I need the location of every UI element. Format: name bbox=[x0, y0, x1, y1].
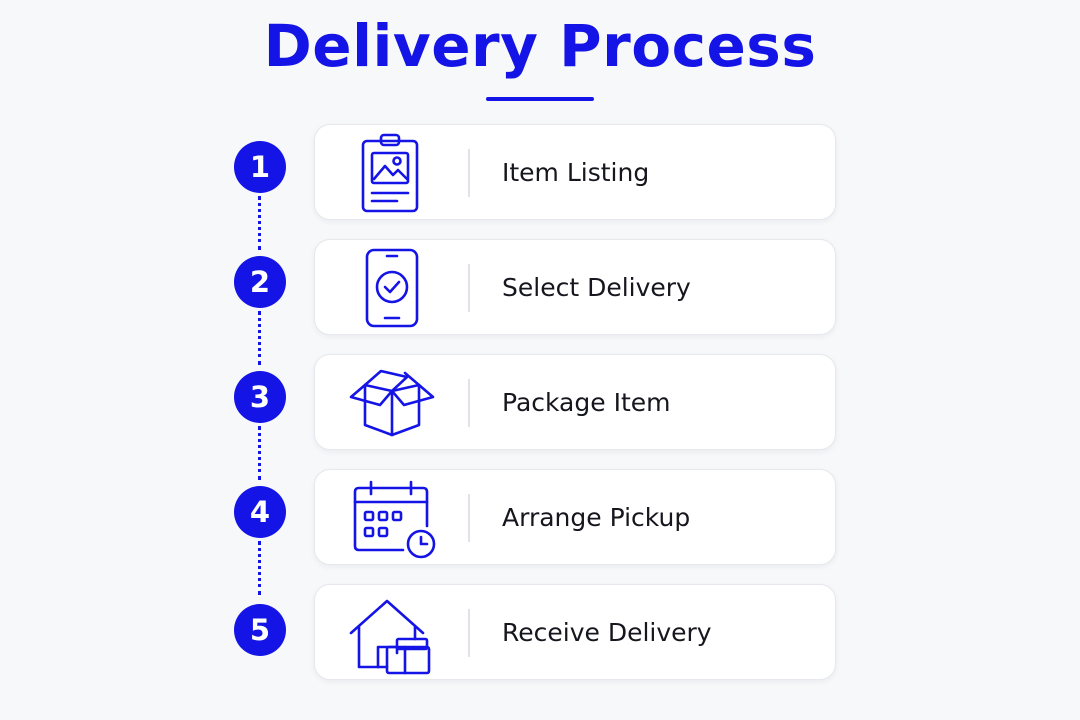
card-divider bbox=[468, 149, 470, 197]
step-number-badge: 5 bbox=[234, 604, 286, 656]
phone-check-icon bbox=[345, 246, 439, 330]
step-label: Select Delivery bbox=[502, 273, 691, 302]
step-card-package-item: Package Item bbox=[314, 354, 836, 450]
card-divider bbox=[468, 264, 470, 312]
card-divider bbox=[468, 379, 470, 427]
step-card-select-delivery: Select Delivery bbox=[314, 239, 836, 335]
step-connector bbox=[258, 196, 261, 250]
step-number-badge: 1 bbox=[234, 141, 286, 193]
step-card-item-listing: Item Listing bbox=[314, 124, 836, 220]
step-connector bbox=[258, 541, 261, 595]
house-package-icon bbox=[345, 591, 439, 675]
card-divider bbox=[468, 494, 470, 542]
step-card-arrange-pickup: Arrange Pickup bbox=[314, 469, 836, 565]
step-label: Arrange Pickup bbox=[502, 503, 691, 532]
step-number-badge: 3 bbox=[234, 371, 286, 423]
step-connector bbox=[258, 311, 261, 365]
step-card-receive-delivery: Receive Delivery bbox=[314, 584, 836, 680]
page-title: Delivery Process bbox=[263, 12, 817, 80]
card-divider bbox=[468, 609, 470, 657]
clipboard-image-icon bbox=[345, 131, 439, 215]
step-connector bbox=[258, 426, 261, 480]
title-underline bbox=[486, 97, 594, 101]
step-label: Package Item bbox=[502, 388, 671, 417]
open-box-icon bbox=[345, 361, 439, 445]
calendar-clock-icon bbox=[345, 476, 439, 560]
step-number-badge: 4 bbox=[234, 486, 286, 538]
step-label: Receive Delivery bbox=[502, 618, 712, 647]
step-label: Item Listing bbox=[502, 158, 650, 187]
step-number-badge: 2 bbox=[234, 256, 286, 308]
